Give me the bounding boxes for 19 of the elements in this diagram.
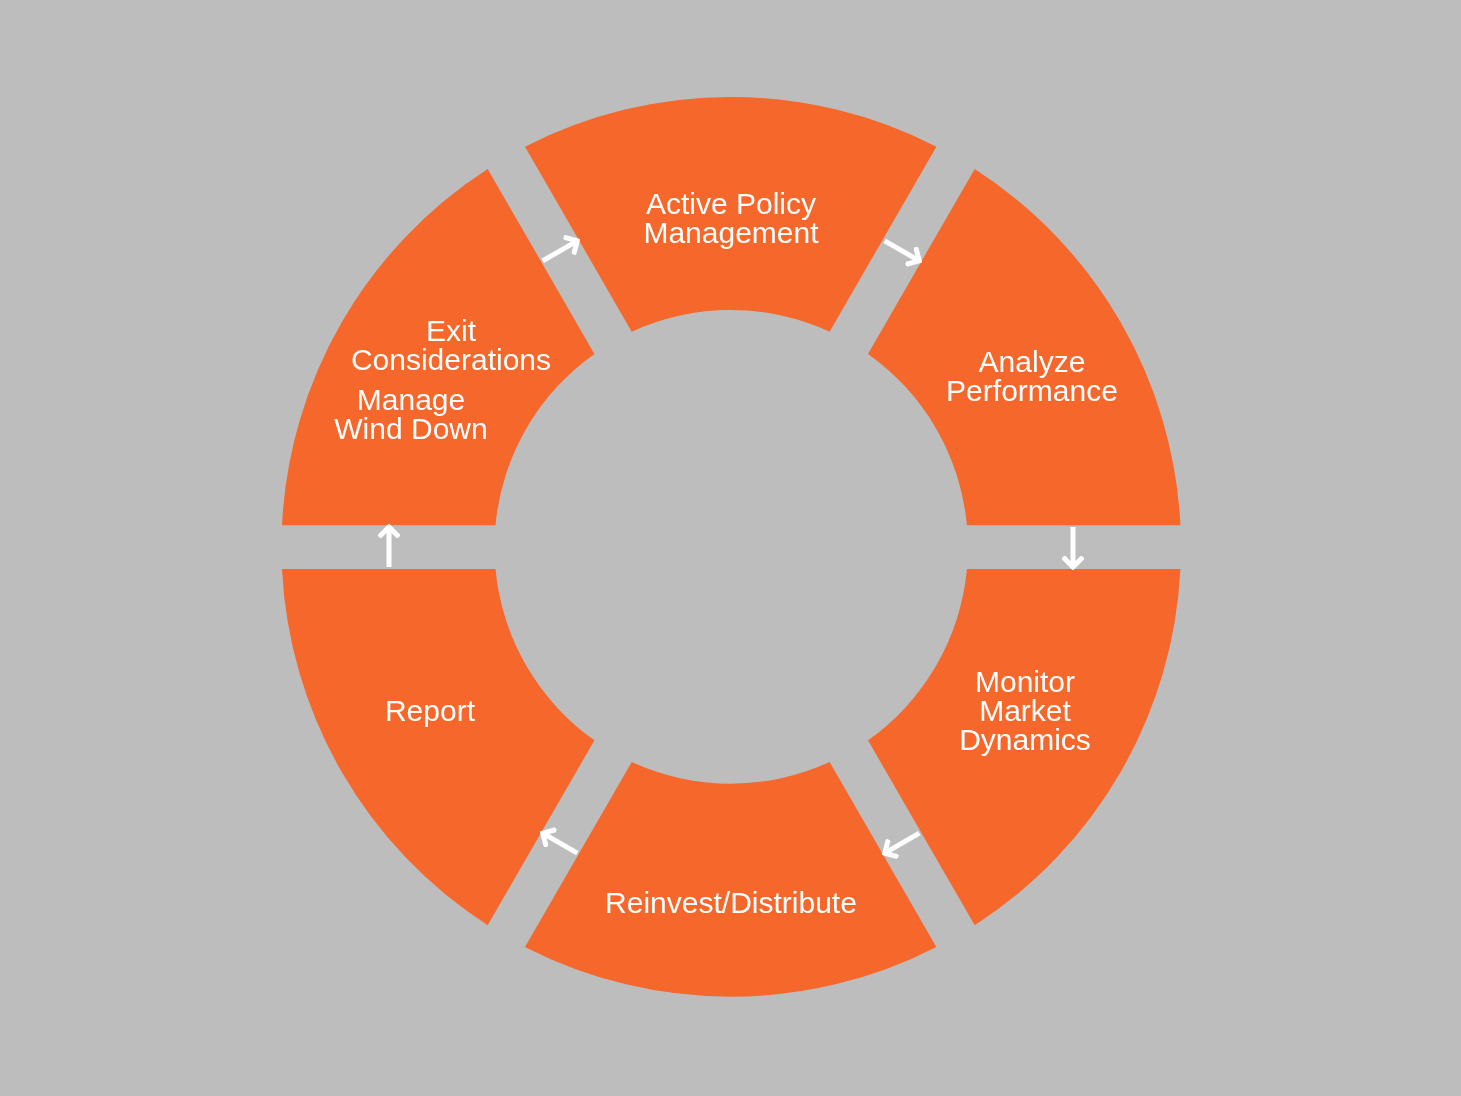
ring-segment [525,762,937,997]
ring-segment [868,569,1181,926]
segment-label: Reinvest/Distribute [604,888,858,918]
segment-label: Report [383,696,476,726]
arrow [882,831,921,860]
arrow [883,238,922,267]
ring-segment [868,168,1181,525]
segment-label: Active Policy Management [642,188,820,248]
arrow [540,827,579,856]
segment-label: Analyze Performance [945,346,1119,406]
ring-segment [281,569,594,926]
arrow [1060,527,1086,570]
arrow [541,234,580,263]
arrow [376,524,402,567]
segment-label: Exit Considerations [349,315,553,375]
segment-label: Manage Wind Down [333,384,489,444]
ring-segment [525,97,937,332]
segment-label: Monitor Market Dynamics [958,667,1092,755]
ring-segment [281,168,594,525]
